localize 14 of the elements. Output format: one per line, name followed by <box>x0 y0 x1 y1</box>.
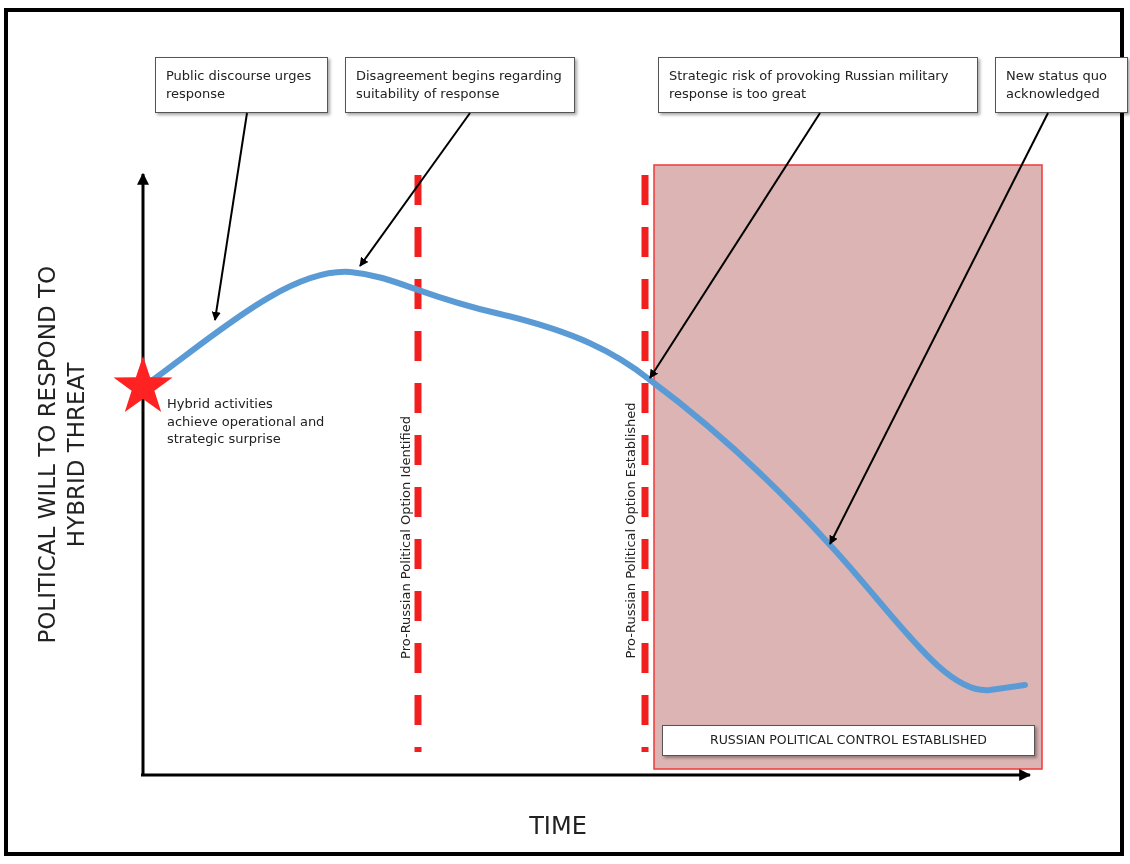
leader-arrow <box>649 112 821 379</box>
line-label: Pro-Russian Political Option Established <box>622 401 638 659</box>
leader-arrow <box>829 112 1049 545</box>
axis-title: TIME <box>528 812 588 840</box>
callout-box: Disagreement begins regarding suitability of response <box>345 57 575 113</box>
line-label: Pro-Russian Political Option Identified <box>397 415 413 659</box>
axis-title: POLITICAL WILL TO RESPOND TO HYBRID THREAT <box>33 264 90 646</box>
callout-box: New status quo acknowledged <box>995 57 1128 113</box>
label-box: RUSSIAN POLITICAL CONTROL ESTABLISHED <box>662 725 1035 756</box>
callout-box: Strategic risk of provoking Russian military response is too great <box>658 57 978 113</box>
annotation-text: Hybrid activities achieve operational and strategic surprise <box>167 395 326 448</box>
leader-arrow <box>211 112 248 321</box>
callout-box: Public discourse urges response <box>155 57 328 113</box>
leader-arrow <box>359 112 471 267</box>
